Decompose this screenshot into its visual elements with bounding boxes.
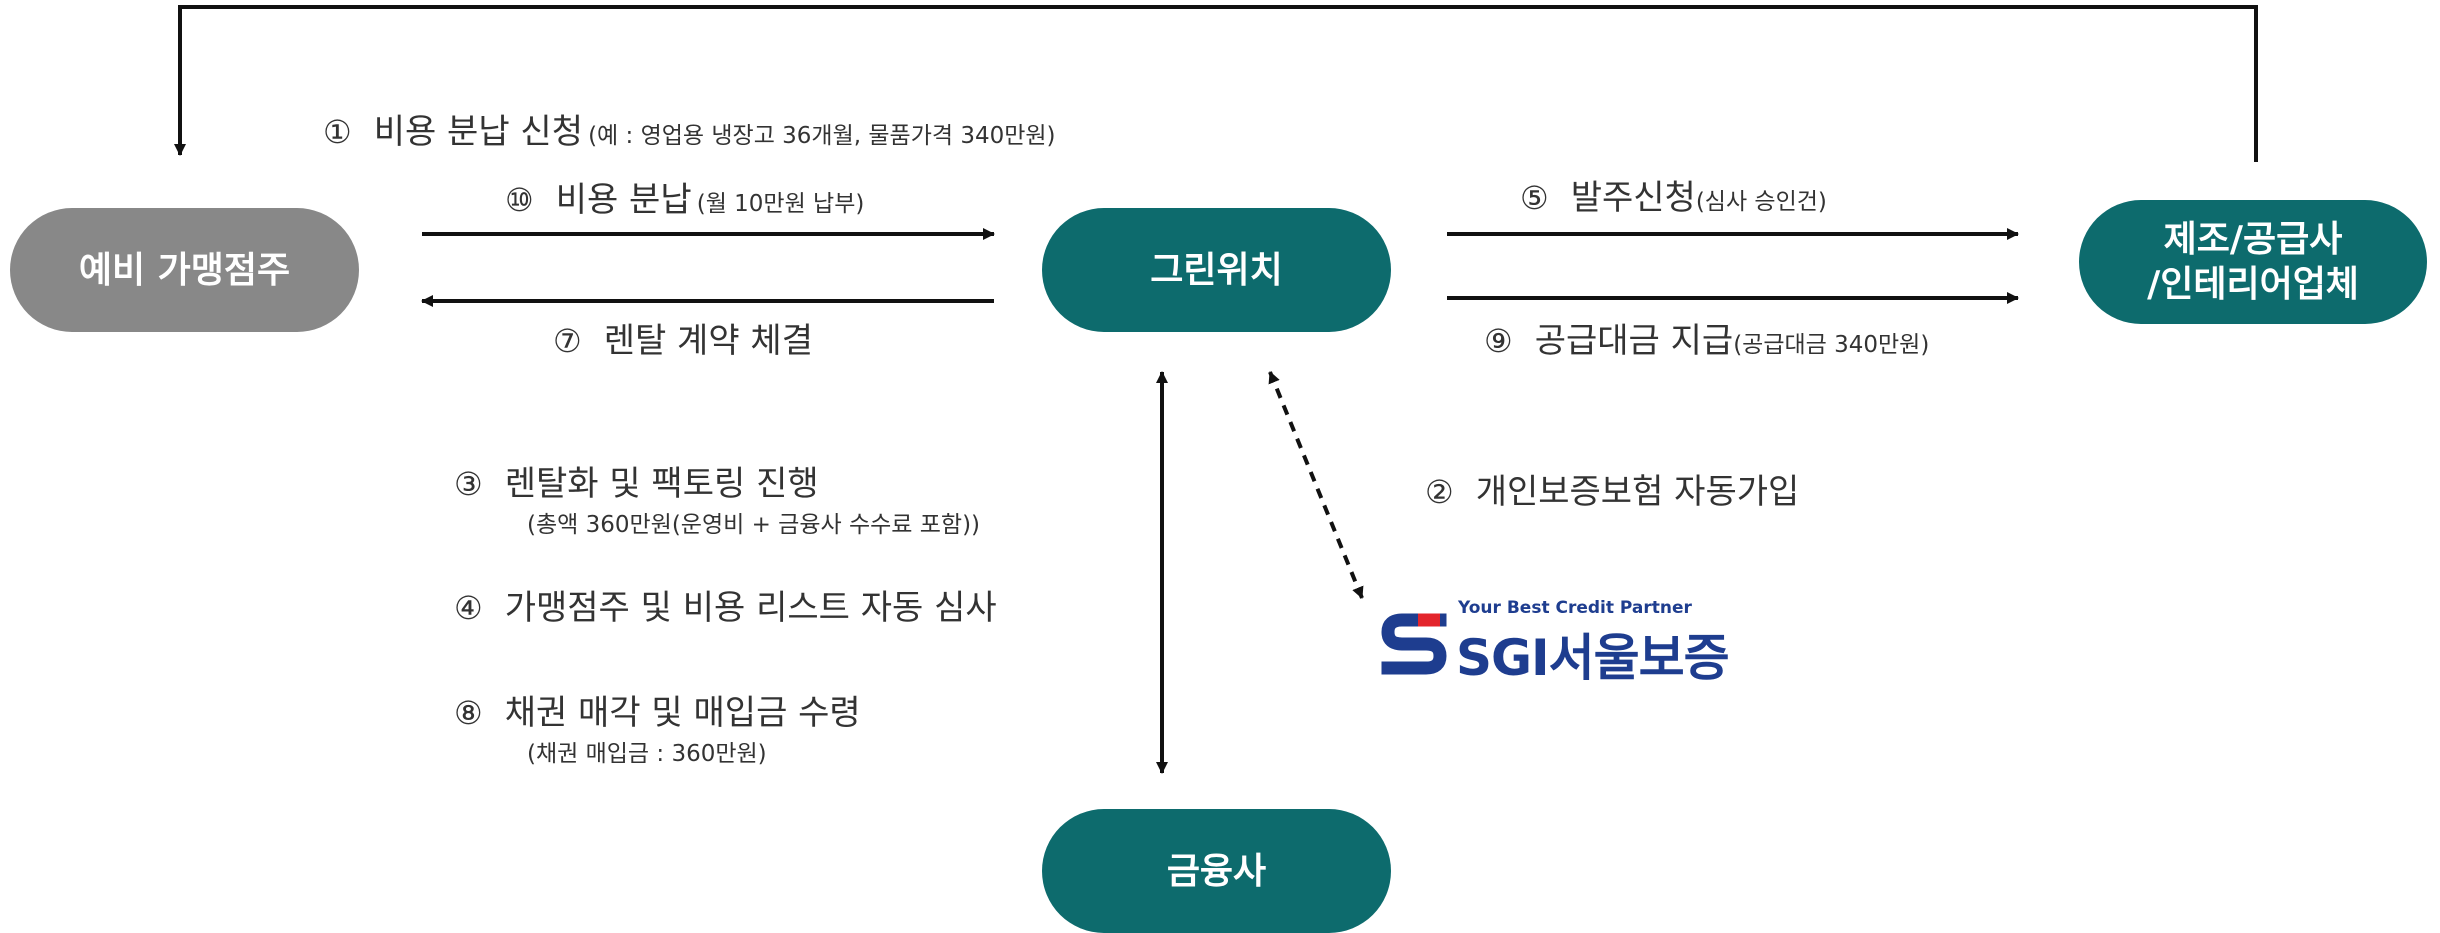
step-number: ⑦ xyxy=(553,322,582,360)
step-number: ⑨ xyxy=(1484,322,1513,360)
step-text: 발주신청 xyxy=(1570,178,1696,218)
step-10-label: ⑩ 비용 분납 (월 10만원 납부) xyxy=(505,172,864,221)
arrow-insurance xyxy=(1268,371,1364,599)
step-number: ② xyxy=(1425,473,1454,511)
step-text: 렌탈화 및 팩토링 진행 xyxy=(504,464,819,504)
node-label: 그린위치 xyxy=(1150,249,1283,291)
step-number: ③ xyxy=(454,465,483,503)
sgi-tagline: Your Best Credit Partner xyxy=(1458,598,1692,618)
node-financial-company: 금융사 xyxy=(1042,809,1391,933)
step-text: 공급대금 지급 xyxy=(1534,321,1734,361)
step-number: ⑤ xyxy=(1520,179,1549,217)
step-number: ⑧ xyxy=(454,694,483,732)
step-text: 렌탈 계약 체결 xyxy=(603,321,813,361)
step-number: ⑩ xyxy=(505,181,534,219)
sgi-wordmark: SGI서울보증 xyxy=(1456,629,1730,687)
step-number: ① xyxy=(323,113,352,151)
step-4-label: ④ 가맹점주 및 비용 리스트 자동 심사 xyxy=(454,580,997,629)
step-text: 비용 분납 xyxy=(555,180,692,220)
step-text: 비용 분납 신청 xyxy=(373,112,583,152)
node-supplier: 제조/공급사 /인테리어업체 xyxy=(2079,200,2427,324)
sgi-s-icon xyxy=(1381,613,1447,675)
node-prospective-franchisee: 예비 가맹점주 xyxy=(10,208,359,332)
step-9-label: ⑨ 공급대금 지급(공급대금 340만원) xyxy=(1484,313,1929,362)
step-5-label: ⑤ 발주신청(심사 승인건) xyxy=(1520,170,1827,219)
node-label-line2: /인테리어업체 xyxy=(2147,264,2359,305)
step-note: (심사 승인건) xyxy=(1695,189,1827,215)
step-8-label: ⑧ 채권 매각 및 매입금 수령 xyxy=(454,685,861,734)
step-note: (월 10만원 납부) xyxy=(696,191,865,217)
loop-arrow xyxy=(174,5,2258,162)
step-3-label: ③ 렌탈화 및 팩토링 진행 xyxy=(454,456,819,505)
step-8-note: (채권 매입금 : 360만원) xyxy=(527,741,767,767)
node-greenwitch: 그린위치 xyxy=(1042,208,1391,332)
step-note: (공급대금 340만원) xyxy=(1733,332,1930,358)
step-text: 가맹점주 및 비용 리스트 자동 심사 xyxy=(504,588,997,628)
step-2-label: ② 개인보증보험 자동가입 xyxy=(1425,464,1799,513)
step-text: 개인보증보험 자동가입 xyxy=(1475,472,1800,512)
step-text: 채권 매각 및 매입금 수령 xyxy=(504,693,861,733)
node-label: 금융사 xyxy=(1166,850,1267,892)
step-note: (예 : 영업용 냉장고 36개월, 물품가격 340만원) xyxy=(588,123,1056,149)
node-label: 예비 가맹점주 xyxy=(78,249,291,291)
step-number: ④ xyxy=(454,589,483,627)
sgi-logo: Your Best Credit Partner SGI서울보증 xyxy=(1380,598,1740,687)
step-3-note: (총액 360만원(운영비 + 금융사 수수료 포함)) xyxy=(527,512,981,538)
step-1-label: ① 비용 분납 신청 (예 : 영업용 냉장고 36개월, 물품가격 340만원) xyxy=(323,104,1056,153)
step-7-label: ⑦ 렌탈 계약 체결 xyxy=(553,313,813,362)
node-label-line1: 제조/공급사 xyxy=(2163,219,2343,260)
